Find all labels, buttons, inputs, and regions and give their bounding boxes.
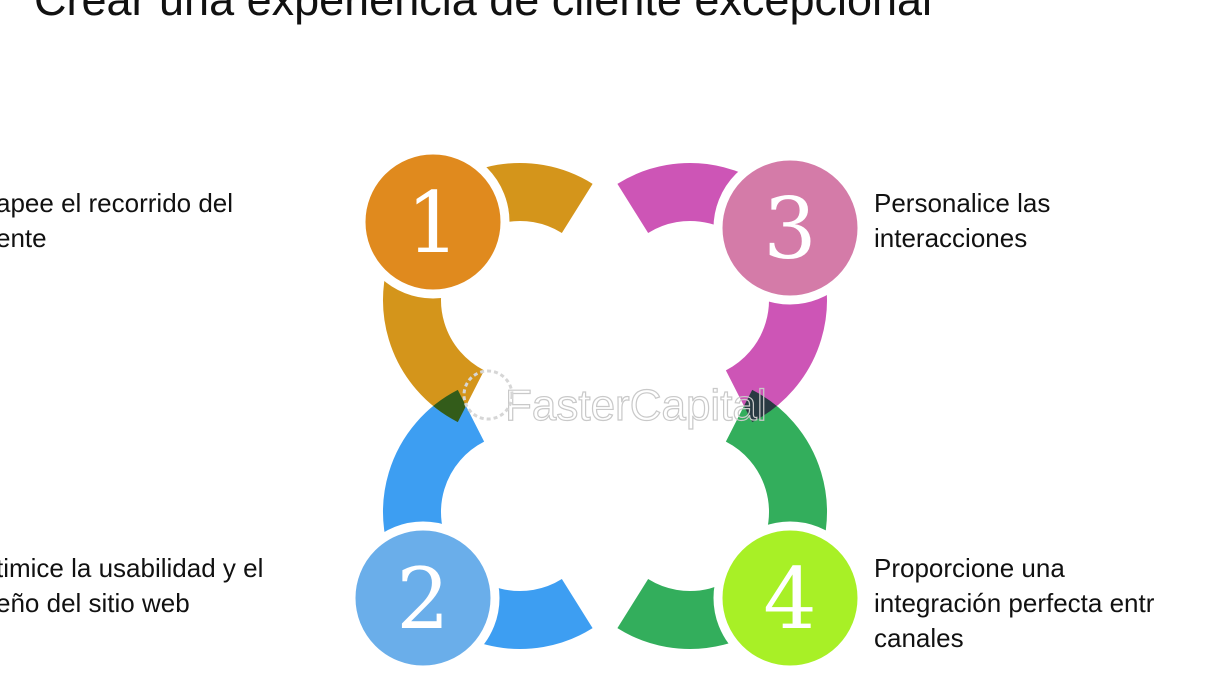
gear-watermark-icon (462, 369, 514, 421)
step-3-number: 3 (763, 180, 816, 278)
step-3-line: interacciones (874, 223, 1028, 253)
step-2-badge (346, 521, 500, 675)
step-4-badge (713, 521, 867, 675)
step-1-line: apee el recorrido del (0, 188, 234, 218)
step-2-line: eño del sitio web (0, 588, 190, 618)
step-1-badge (356, 145, 510, 299)
step-1-line: ente (0, 223, 47, 253)
step-4-line: integración perfecta entr (874, 588, 1155, 618)
watermark-text: FasterCapital (505, 381, 767, 430)
step-4-number: 4 (763, 550, 816, 648)
slide-title: Crear una experiencia de cliente excepci… (34, 0, 932, 26)
step-2-line: timice la usabilidad y el (0, 553, 264, 583)
step-3-badge (713, 151, 867, 305)
step-1-number: 1 (406, 174, 459, 272)
step-3-line: Personalice las (874, 188, 1051, 218)
step-3-text: Personalice las interacciones (874, 186, 1050, 256)
step-1-text: apee el recorrido del ente (0, 186, 233, 256)
step-4-text: Proporcione una integración perfecta ent… (874, 551, 1154, 656)
step-2-number: 2 (396, 550, 449, 648)
step-4-line: canales (874, 623, 964, 653)
step-4-line: Proporcione una (874, 553, 1065, 583)
step-2-text: timice la usabilidad y el eño del sitio … (0, 551, 263, 621)
